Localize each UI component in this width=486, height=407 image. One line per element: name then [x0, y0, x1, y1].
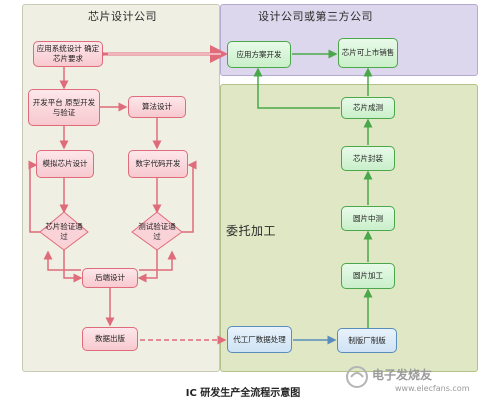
arrow-test-verify-to-backend	[137, 250, 158, 283]
label-chip-verify: 芯片验证通过	[45, 222, 83, 241]
diamond-test-verify	[131, 211, 183, 251]
watermark-url: www.elecfans.com	[395, 384, 470, 393]
node-algorithm: 算法设计	[128, 96, 186, 118]
arrow-chip-test-to-solution-dev	[253, 67, 340, 109]
node-data-release: 数据出版	[82, 327, 138, 351]
panel-title-chip-company: 芯片设计公司	[88, 10, 157, 23]
node-chip-test: 芯片成测	[341, 97, 395, 119]
node-analog: 模拟芯片设计	[36, 150, 94, 178]
loop-backend-to-test-verify	[139, 250, 177, 271]
node-solution-dev: 应用方案开发	[227, 41, 291, 68]
node-digital: 数字代码开发	[128, 150, 188, 178]
node-mask: 制版厂制版	[337, 328, 397, 353]
node-packaging: 芯片封装	[341, 146, 395, 171]
node-market: 芯片可上市销售	[338, 38, 398, 68]
loop-backend-to-chip-verify	[43, 250, 81, 271]
node-wafer-test: 圆片中测	[341, 206, 395, 231]
watermark-logo-icon	[346, 366, 368, 388]
diamond-chip-verify	[39, 211, 89, 251]
label-test-verify: 测试验证通过	[138, 222, 176, 241]
node-app-design: 应用系统设计 确定芯片要求	[33, 41, 103, 67]
node-backend: 后端设计	[82, 268, 138, 288]
watermark-text: 电子发烧友	[372, 368, 433, 382]
arrow-chip-verify-to-backend	[63, 250, 83, 283]
loop-test-verify-back-to-digital	[182, 160, 197, 233]
node-wafer-fab: 圆片加工	[341, 263, 395, 289]
node-platform: 开发平台 原型开发与验证	[28, 89, 100, 126]
loop-chip-verify-back-to-analog	[28, 160, 40, 233]
node-foundry-proc: 代工厂数据处理	[227, 326, 292, 353]
diagram-caption: IC 研发生产全流程示意图	[185, 388, 301, 399]
panel-title-design-or-third-party: 设计公司或第三方公司	[258, 10, 373, 23]
panel-title-outsourced: 委托加工	[226, 224, 277, 238]
